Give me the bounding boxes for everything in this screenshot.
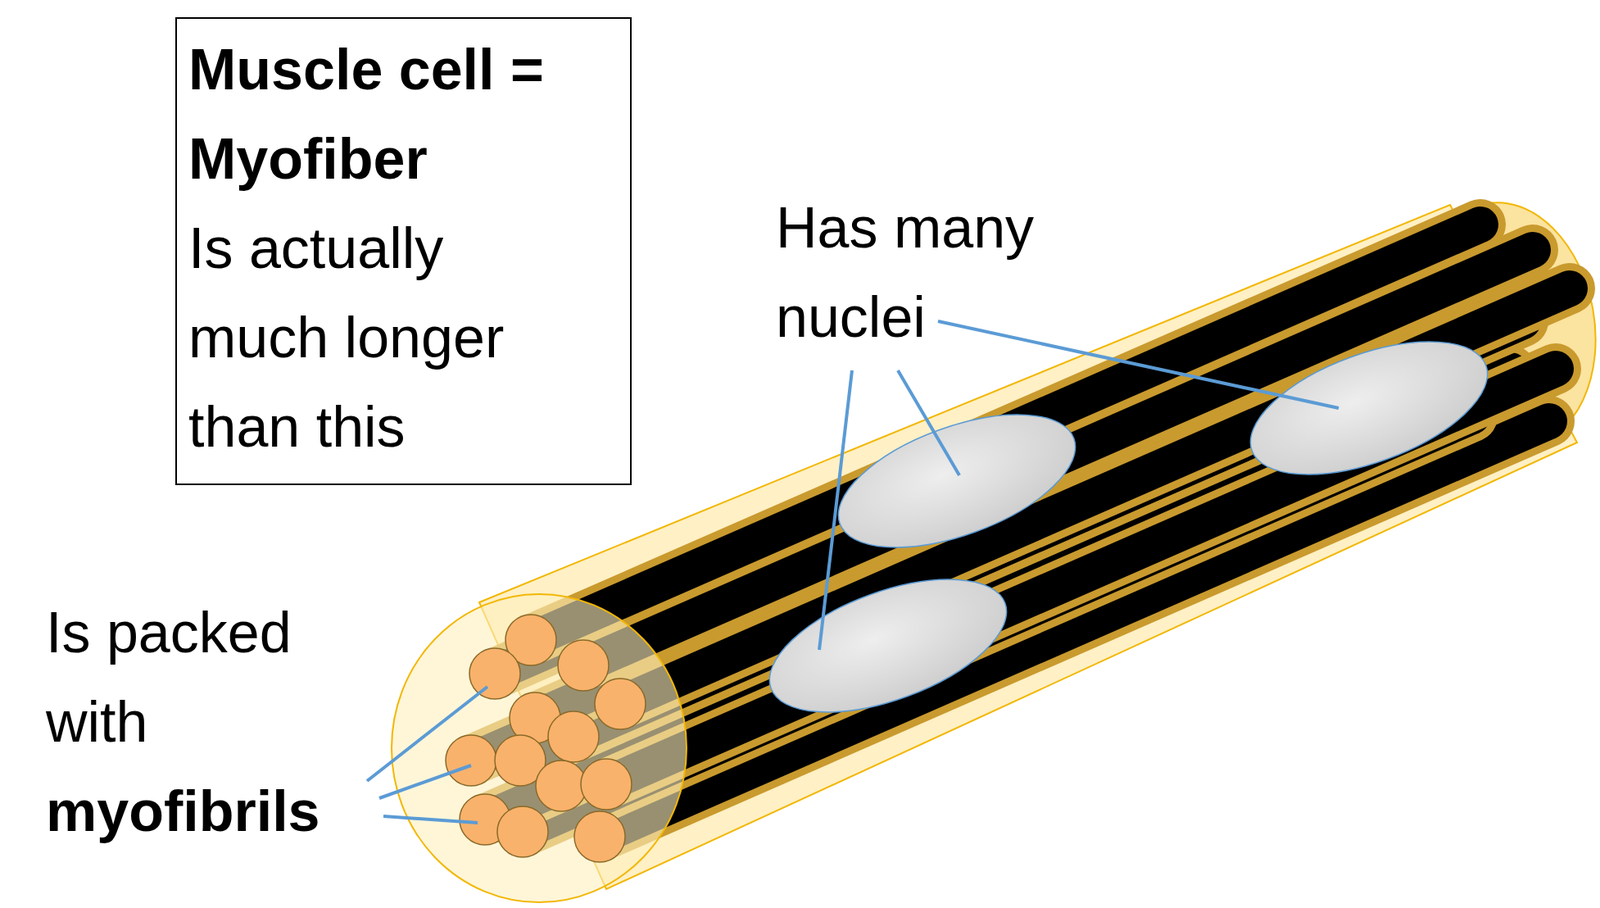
myofibril-end	[497, 806, 549, 857]
note-box: Muscle cell = MyofiberIs actually much l…	[175, 17, 632, 485]
nucleus	[821, 387, 1093, 575]
myofibril-end	[594, 678, 646, 730]
box-heading: Muscle cell = Myofiber	[188, 25, 566, 204]
callout-label: Is packed with	[45, 588, 309, 767]
leader-line	[383, 815, 478, 823]
myofibril-ends	[445, 614, 646, 862]
cell-end-outline	[391, 593, 687, 902]
myofibril-end	[535, 760, 587, 812]
leader-line	[379, 765, 472, 798]
myofibril-end	[548, 711, 599, 762]
myofibril-end	[469, 648, 521, 699]
myofibril-end	[574, 811, 626, 862]
myofibril-rod	[620, 288, 1570, 704]
callout-label: myofibrils	[45, 766, 390, 857]
myofibril-end	[580, 758, 632, 810]
myofibril-end	[445, 734, 497, 786]
cell-end-face	[391, 593, 687, 902]
nuclei	[752, 314, 1505, 739]
nucleus	[1233, 314, 1505, 502]
myofibril-end	[557, 639, 609, 691]
leader-line	[938, 321, 1339, 408]
callout-label: Has many nuclei	[775, 183, 1088, 363]
nucleus	[752, 552, 1025, 739]
leader-line	[819, 370, 853, 650]
leader-line	[897, 370, 960, 476]
box-body: Is actually much longer than this	[188, 203, 566, 472]
myofibril-rod	[583, 249, 1533, 666]
